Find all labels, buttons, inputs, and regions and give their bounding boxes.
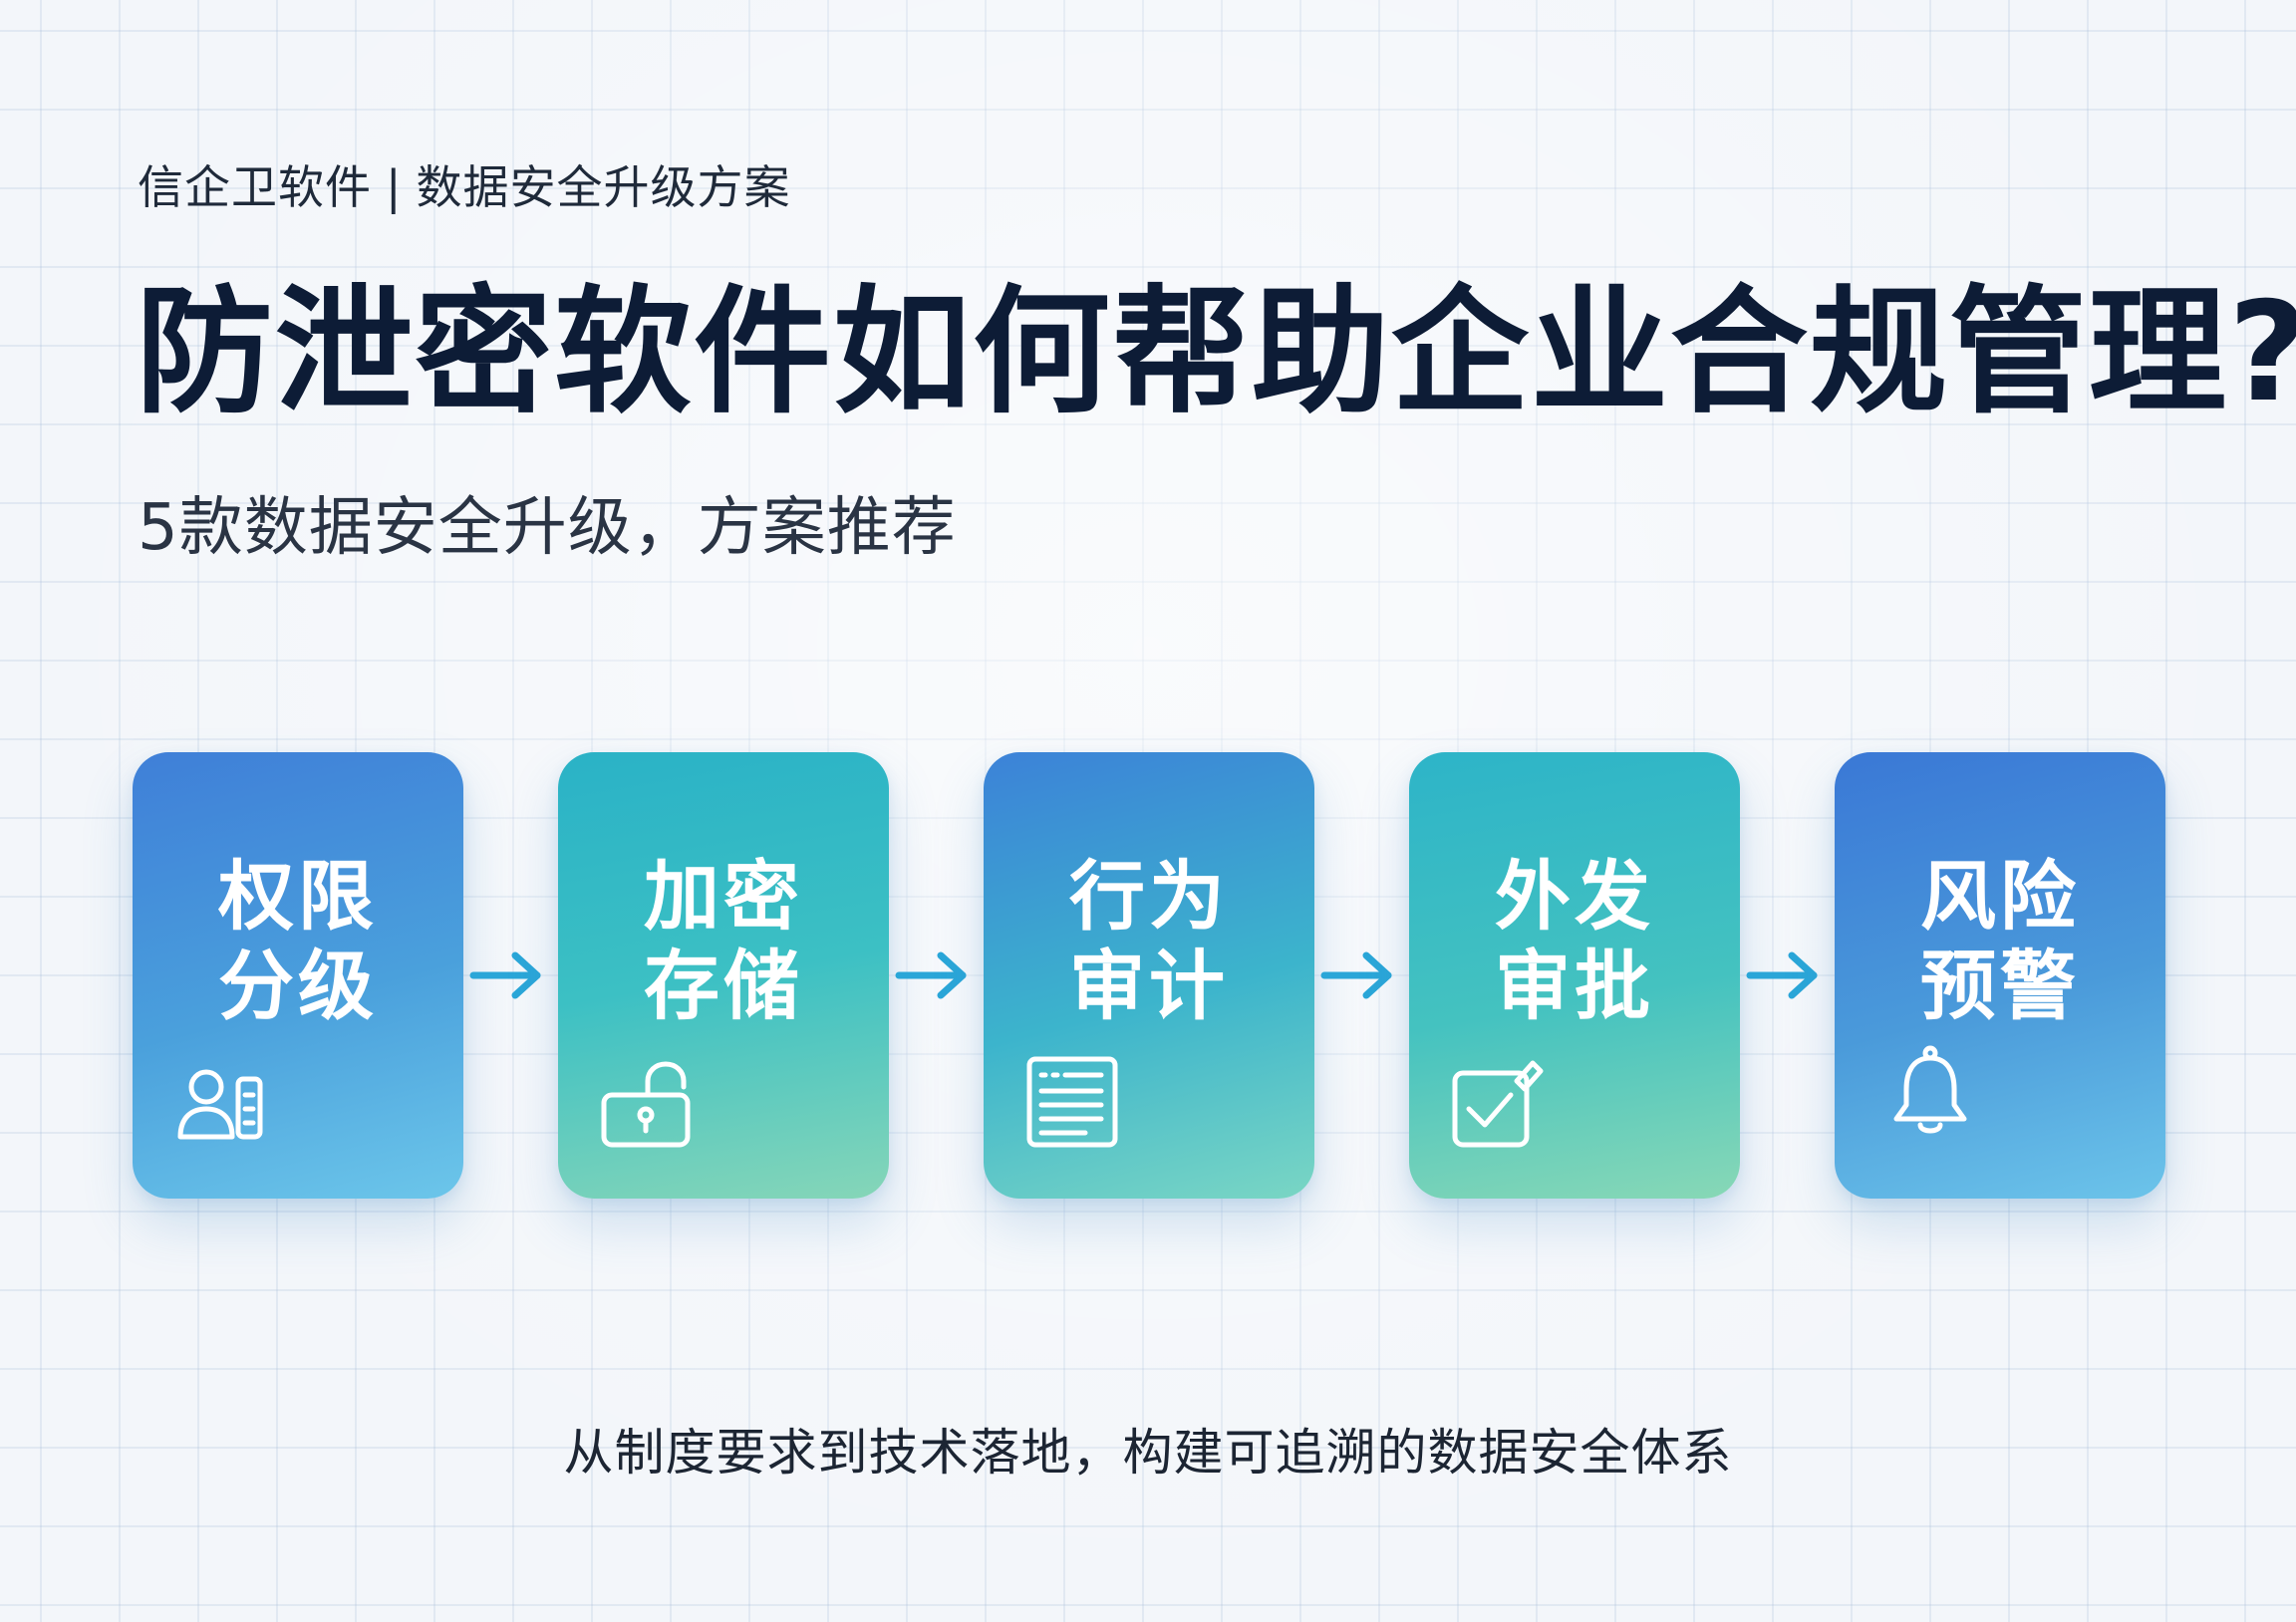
step-label-line1: 权限 (218, 852, 378, 941)
checkbox-approve-icon (1452, 1060, 1544, 1148)
footer-tagline: 从制度要求到技术落地，构建可追溯的数据安全体系 (563, 1424, 1733, 1482)
step-label: 外发 审批 (1409, 852, 1740, 1030)
log-document-icon (1026, 1056, 1118, 1148)
step-label: 加密 存储 (558, 852, 889, 1030)
step-label-line2: 分级 (218, 941, 378, 1030)
arrow-right-icon (1320, 951, 1392, 999)
arrow-right-icon (895, 951, 967, 999)
brand-name: 信企卫软件 (138, 160, 372, 214)
page-title: 防泄密软件如何帮助企业合规管理? (136, 272, 2296, 432)
step-label-line1: 风险 (1920, 852, 2080, 941)
step-card-audit: 行为 审计 (984, 752, 1314, 1199)
step-label: 行为 审计 (984, 852, 1314, 1030)
user-permission-icon (177, 1069, 263, 1140)
step-label-line1: 加密 (644, 852, 803, 941)
process-flow: 权限 分级 加密 存储 行为 (133, 752, 2165, 1199)
step-card-approval: 外发 审批 (1409, 752, 1740, 1199)
arrow-right-icon (469, 951, 541, 999)
brand-header: 信企卫软件 |数据安全升级方案 (138, 151, 791, 217)
step-label-line1: 行为 (1069, 852, 1229, 941)
step-label-line1: 外发 (1495, 852, 1654, 941)
header-separator: | (386, 160, 403, 214)
step-label: 风险 预警 (1835, 852, 2165, 1030)
page-subtitle: 5款数据安全升级，方案推荐 (138, 491, 957, 565)
bell-icon (1893, 1045, 1967, 1134)
step-label-line2: 预警 (1920, 941, 2080, 1030)
step-card-encryption: 加密 存储 (558, 752, 889, 1199)
step-label-line2: 审批 (1495, 941, 1654, 1030)
step-label-line2: 存储 (644, 941, 803, 1030)
step-card-permission: 权限 分级 (133, 752, 463, 1199)
header-topic: 数据安全升级方案 (416, 160, 791, 214)
step-label-line2: 审计 (1069, 941, 1229, 1030)
step-label: 权限 分级 (133, 852, 463, 1030)
step-card-risk-alert: 风险 预警 (1835, 752, 2165, 1199)
arrow-right-icon (1746, 951, 1818, 999)
lock-icon (601, 1061, 691, 1148)
